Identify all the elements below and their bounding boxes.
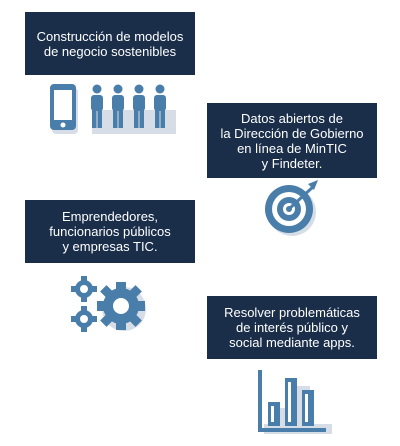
info-box-text: Resolver problemáticas de interés públic… [224, 305, 360, 350]
info-box-text: Construcción de modelos de negocio soste… [36, 28, 184, 59]
info-box-business-models: Construcción de modelos de negocio soste… [25, 12, 195, 75]
target-icon [265, 180, 318, 236]
info-box-open-data: Datos abiertos de la Dirección de Gobier… [207, 103, 377, 178]
gears-icon [71, 276, 146, 332]
phone-and-people-icon [50, 84, 176, 134]
info-box-text: Emprendedores, funcionarios públicos y e… [49, 209, 171, 254]
info-box-text: Datos abiertos de la Dirección de Gobier… [220, 110, 364, 171]
bar-chart-icon [258, 370, 332, 434]
info-box-solve-problems: Resolver problemáticas de interés públic… [207, 296, 377, 359]
info-box-entrepreneurs: Emprendedores, funcionarios públicos y e… [25, 200, 195, 263]
